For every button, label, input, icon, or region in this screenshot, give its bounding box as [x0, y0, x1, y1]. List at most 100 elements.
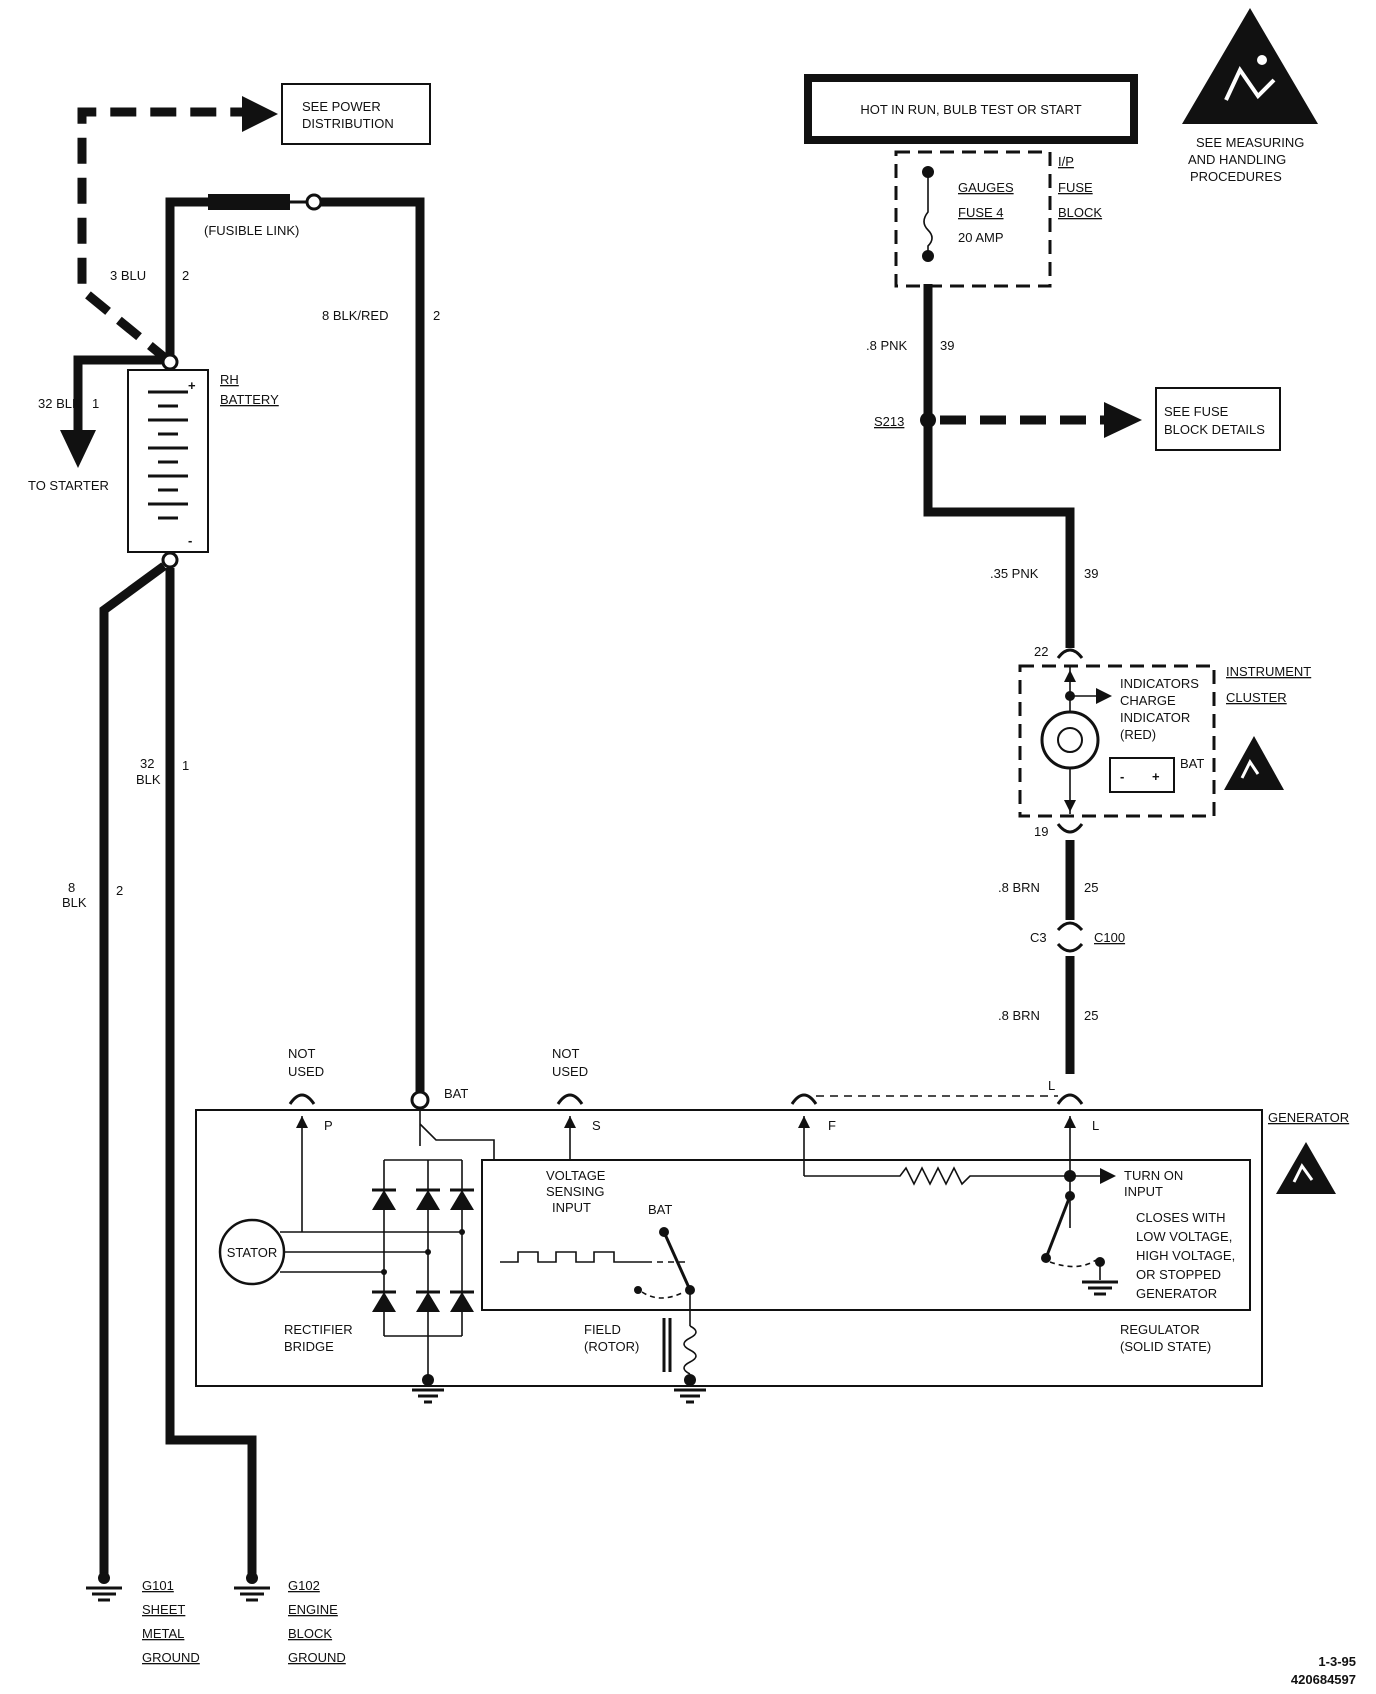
regulator-box	[481, 1159, 1251, 1311]
closes-with-label-2: LOW VOLTAGE,	[1136, 1229, 1232, 1244]
see-power-distribution-box	[281, 83, 431, 145]
wire-3-blu	[165, 197, 212, 358]
arrow-right-icon	[1104, 402, 1142, 438]
ground-icon	[86, 1572, 122, 1602]
f-terminal-connector	[790, 1093, 818, 1105]
esd-note-label-3: PROCEDURES	[1190, 169, 1282, 184]
wire-8brn-circuit: 25	[1084, 880, 1098, 895]
hot-in-run-box	[804, 74, 1138, 144]
rectifier-bridge-icon	[372, 1159, 474, 1376]
wire-8pnk-circuit: 39	[940, 338, 954, 353]
wire-blk-label: BLK	[136, 772, 161, 787]
ground-icon	[412, 1374, 444, 1404]
cluster-minus: -	[1120, 769, 1124, 784]
esd-note-label-2: AND HANDLING	[1188, 152, 1286, 167]
see-fuse-block-label-2: BLOCK DETAILS	[1164, 422, 1265, 437]
wire-3blu-circuit: 2	[182, 268, 189, 283]
field-rotor-label: FIELD	[584, 1322, 621, 1337]
wire-8-blk-red	[321, 197, 425, 1094]
ip-fuse-block-label: I/P	[1058, 154, 1074, 169]
connector-22	[1056, 648, 1084, 659]
cluster-bat-label: BAT	[1180, 756, 1204, 771]
arrow-down-icon	[60, 430, 96, 468]
c3-label: C3	[1030, 930, 1047, 945]
esd-warning-icon	[1224, 736, 1284, 790]
not-used-s-label-2: USED	[552, 1064, 588, 1079]
pin-f-label: F	[828, 1118, 836, 1133]
cluster-plus: +	[1152, 769, 1160, 784]
wire-8blkred-label: 8 BLK/RED	[322, 308, 388, 323]
s213-label: S213	[874, 414, 904, 429]
g101-label-2: SHEET	[142, 1602, 185, 1617]
pin-22-label: 22	[1034, 644, 1048, 659]
generator-label: GENERATOR	[1268, 1110, 1349, 1125]
indicators-label-3: INDICATOR	[1120, 710, 1190, 725]
ground-icon	[234, 1572, 270, 1602]
date-code: 1-3-95	[1318, 1654, 1356, 1669]
arrow-right-icon	[242, 96, 278, 132]
fusible-link-terminal	[305, 193, 323, 211]
indicators-label: INDICATORS	[1120, 676, 1199, 691]
wire-3blu-label: 3 BLU	[110, 268, 146, 283]
s-terminal-connector	[556, 1093, 584, 1105]
pin-l-top-label: L	[1048, 1078, 1055, 1093]
indicators-label-2: CHARGE	[1120, 693, 1176, 708]
instrument-cluster-box	[1018, 664, 1216, 818]
arrow-right-icon	[1096, 688, 1112, 704]
see-fuse-block-label: SEE FUSE	[1164, 404, 1229, 419]
pin-p-label: P	[324, 1118, 333, 1133]
wire-8blkred-circuit: 2	[433, 308, 440, 323]
voltage-sensing-label-3: INPUT	[552, 1200, 591, 1215]
wire-32blk-label: 32 BLK	[38, 396, 81, 411]
battery-plus-sign: +	[188, 378, 196, 393]
field-rotor-label-2: (ROTOR)	[584, 1339, 639, 1354]
field-coil-icon	[683, 1325, 697, 1375]
document-code: 420684597	[1291, 1672, 1356, 1687]
g101-label-4: GROUND	[142, 1650, 200, 1665]
fusible-link-label: (FUSIBLE LINK)	[204, 223, 299, 238]
wire-8-circuit: 2	[116, 883, 123, 898]
pin-19-label: 19	[1034, 824, 1048, 839]
see-power-distribution-label-2: DISTRIBUTION	[302, 116, 394, 131]
fuse-number-label: FUSE 4	[958, 205, 1004, 220]
rh-battery-label: RH	[220, 372, 239, 387]
ip-fuse-block-label-3: BLOCK	[1058, 205, 1102, 220]
indicators-label-4: (RED)	[1120, 727, 1156, 742]
wire-32-label: 32	[140, 756, 154, 771]
hot-in-run-label: HOT IN RUN, BULB TEST OR START	[860, 102, 1081, 117]
switch-icon	[662, 1231, 692, 1291]
see-power-distribution-label: SEE POWER	[302, 99, 381, 114]
g101-label: G101	[142, 1578, 174, 1593]
g102-label: G102	[288, 1578, 320, 1593]
closes-with-label-3: HIGH VOLTAGE,	[1136, 1248, 1235, 1263]
closes-with-label-4: OR STOPPED	[1136, 1267, 1221, 1282]
g101-label-3: METAL	[142, 1626, 184, 1641]
esd-note-label: SEE MEASURING	[1196, 135, 1304, 150]
wire-8-label: 8	[68, 880, 75, 895]
wire-32-blk-starter	[73, 355, 164, 432]
arrow-right-icon	[1100, 1168, 1116, 1184]
battery-negative-terminal	[161, 551, 179, 569]
to-starter-label: TO STARTER	[28, 478, 109, 493]
closes-with-label: CLOSES WITH	[1136, 1210, 1226, 1225]
pin-l-label: L	[1092, 1118, 1099, 1133]
not-used-s-label: NOT	[552, 1046, 580, 1061]
fuse-gauges-label: GAUGES	[958, 180, 1014, 195]
ground-icon	[674, 1374, 706, 1404]
wire-32-blk-ground	[165, 568, 257, 1578]
closes-with-label-5: GENERATOR	[1136, 1286, 1217, 1301]
turn-on-input-label: TURN ON	[1124, 1168, 1183, 1183]
cluster-battery-icon	[1109, 757, 1175, 793]
pin-bat-label: BAT	[444, 1086, 468, 1101]
regulator-label: REGULATOR	[1120, 1322, 1200, 1337]
wire-8blk-label: BLK	[62, 895, 87, 910]
g102-label-4: GROUND	[288, 1650, 346, 1665]
wire-8brn-label-b: .8 BRN	[998, 1008, 1040, 1023]
l-terminal-connector	[1056, 1093, 1084, 1105]
ip-fuse-block-label-2: FUSE	[1058, 180, 1093, 195]
power-distribution-dashed-wire	[77, 107, 242, 366]
splice-s213	[920, 412, 936, 428]
connector-19	[1056, 823, 1084, 834]
bat-switch-label: BAT	[648, 1202, 672, 1217]
